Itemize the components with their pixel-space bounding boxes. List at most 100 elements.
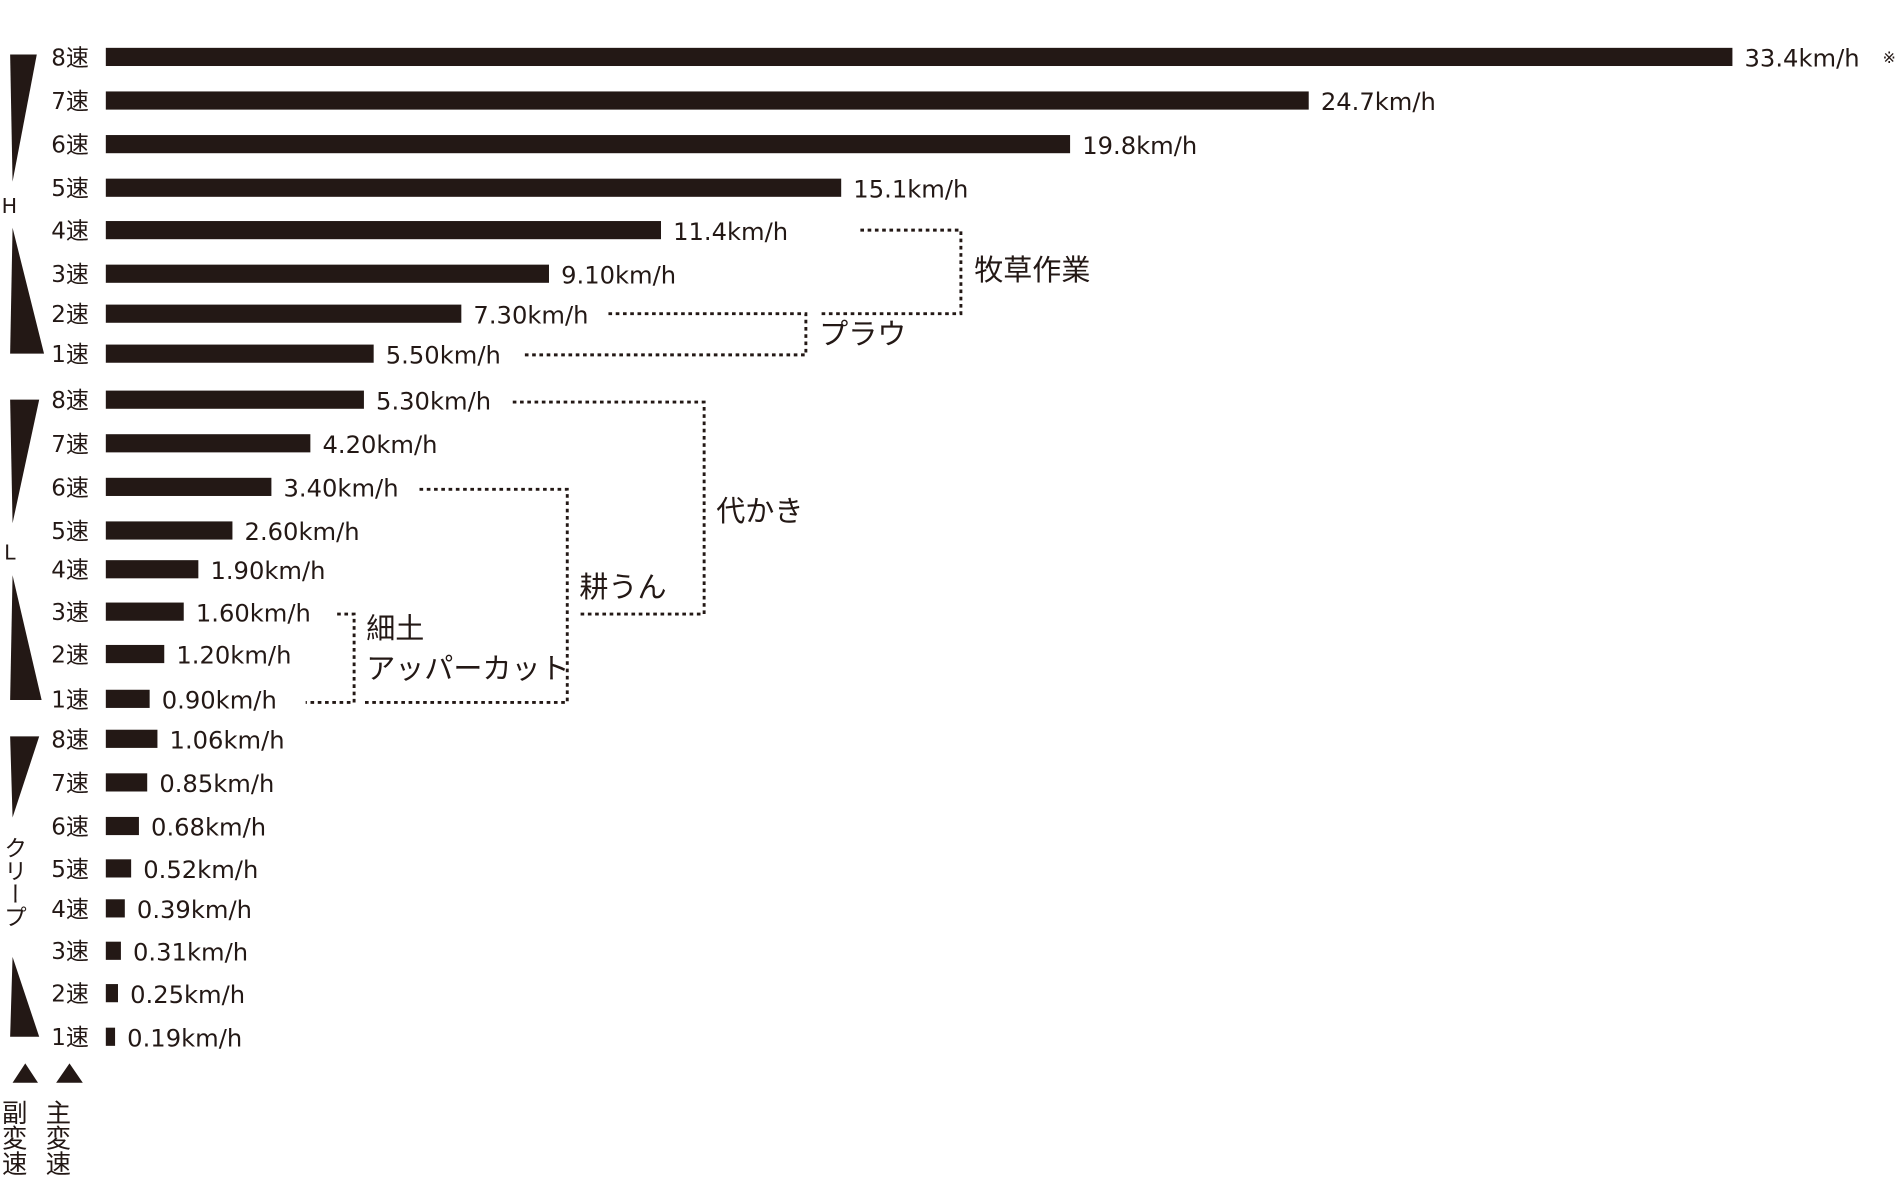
sub-shift-arrow-icon bbox=[12, 1063, 38, 1083]
value-label: 15.1km/h bbox=[853, 175, 968, 203]
value-label: 5.30km/h bbox=[376, 387, 491, 415]
value-label: 11.4km/h bbox=[673, 218, 788, 246]
bracket-tillage bbox=[363, 487, 569, 704]
value-label: 33.4km/h bbox=[1745, 45, 1860, 73]
bar bbox=[105, 47, 1733, 67]
gear-label: 6速 bbox=[51, 475, 89, 501]
value-label: 4.20km/h bbox=[322, 431, 437, 459]
group-label-creep: クリープ bbox=[0, 836, 26, 928]
gear-label: 7速 bbox=[51, 89, 89, 115]
gear-label: 3速 bbox=[51, 262, 89, 288]
gear-label: 8速 bbox=[51, 388, 89, 414]
bar bbox=[105, 91, 1309, 110]
annotation-brackets bbox=[305, 228, 963, 704]
gear-label: 8速 bbox=[51, 727, 89, 753]
sub-shift-label: 副変速 bbox=[0, 1100, 29, 1176]
bar bbox=[105, 221, 662, 240]
bar bbox=[105, 264, 549, 283]
bar bbox=[105, 477, 272, 496]
value-label: 0.85km/h bbox=[159, 770, 274, 798]
bar bbox=[105, 899, 125, 918]
value-label: 9.10km/h bbox=[561, 261, 676, 289]
gear-label: 1速 bbox=[51, 1025, 89, 1051]
bracket-pasture bbox=[817, 228, 963, 316]
bar bbox=[105, 390, 364, 409]
bar bbox=[105, 859, 132, 878]
gear-label: 2速 bbox=[51, 643, 89, 669]
bar bbox=[105, 602, 184, 621]
gear-label: 2速 bbox=[51, 302, 89, 328]
gear-label: 7速 bbox=[51, 771, 89, 797]
bar bbox=[105, 521, 233, 540]
gear-label: 2速 bbox=[51, 982, 89, 1008]
gear-label: 6速 bbox=[51, 814, 89, 840]
bracket-puddling bbox=[512, 400, 706, 616]
annotation-tillage: 耕うん bbox=[579, 570, 666, 604]
annotation-fine-soil: 細土 bbox=[366, 611, 424, 645]
main-shift-label: 主変速 bbox=[42, 1100, 72, 1176]
bar bbox=[105, 560, 199, 579]
gear-label: 4速 bbox=[51, 897, 89, 923]
bar bbox=[105, 816, 139, 836]
gear-label: 4速 bbox=[51, 558, 89, 584]
value-label: 2.60km/h bbox=[245, 518, 360, 546]
gear-label: 3速 bbox=[51, 600, 89, 626]
bar bbox=[105, 1027, 116, 1046]
gear-label: 5速 bbox=[51, 176, 89, 202]
gear-label: 4速 bbox=[51, 219, 89, 245]
creep-wedge-top bbox=[10, 736, 40, 818]
gear-label: 7速 bbox=[51, 432, 89, 458]
note-mark: ※ bbox=[1883, 48, 1896, 67]
bar bbox=[105, 729, 158, 748]
bar bbox=[105, 773, 148, 792]
bracket-plow bbox=[523, 312, 808, 357]
annotation-pasture: 牧草作業 bbox=[974, 253, 1090, 287]
gear-label: 3速 bbox=[51, 939, 89, 965]
annotation-upper-cut: アッパーカット bbox=[366, 651, 569, 685]
h-wedge-top bbox=[10, 54, 37, 182]
bar bbox=[105, 135, 1071, 154]
annotation-plow: プラウ bbox=[819, 317, 906, 351]
group-label-l: L bbox=[4, 541, 16, 565]
value-label: 1.06km/h bbox=[170, 727, 285, 755]
bar bbox=[105, 434, 311, 453]
value-label: 0.19km/h bbox=[127, 1024, 242, 1052]
bar bbox=[105, 644, 165, 664]
bar bbox=[105, 304, 462, 323]
bar bbox=[105, 984, 118, 1003]
value-label: 19.8km/h bbox=[1082, 132, 1197, 160]
range-wedges bbox=[10, 54, 45, 1037]
creep-wedge-bottom bbox=[10, 956, 40, 1037]
l-wedge-top bbox=[10, 399, 40, 524]
bar bbox=[105, 178, 842, 197]
gear-label: 6速 bbox=[51, 133, 89, 159]
value-label: 24.7km/h bbox=[1321, 88, 1436, 116]
gear-label: 1速 bbox=[51, 342, 89, 368]
bracket-fine bbox=[305, 612, 356, 704]
group-label-h: H bbox=[2, 194, 17, 218]
gear-label: 8速 bbox=[51, 45, 89, 71]
value-label: 7.30km/h bbox=[473, 301, 588, 329]
value-label: 0.90km/h bbox=[162, 687, 277, 715]
gear-label: 1速 bbox=[51, 687, 89, 713]
value-label: 0.68km/h bbox=[151, 814, 266, 842]
gear-label: 5速 bbox=[51, 857, 89, 883]
bar bbox=[105, 344, 374, 363]
value-label: 0.25km/h bbox=[130, 981, 245, 1009]
value-label: 1.60km/h bbox=[196, 599, 311, 627]
gear-label: 5速 bbox=[51, 519, 89, 545]
value-label: 0.52km/h bbox=[143, 856, 258, 884]
l-wedge-bottom bbox=[10, 575, 42, 701]
bar bbox=[105, 689, 150, 708]
value-label: 1.20km/h bbox=[176, 642, 291, 670]
value-label: 0.39km/h bbox=[137, 896, 252, 924]
value-label: 5.50km/h bbox=[386, 341, 501, 369]
h-wedge-bottom bbox=[10, 227, 45, 354]
value-label: 3.40km/h bbox=[284, 475, 399, 503]
annotation-puddling: 代かき bbox=[716, 494, 803, 528]
main-shift-arrow-icon bbox=[56, 1063, 83, 1083]
value-label: 0.31km/h bbox=[133, 938, 248, 966]
value-label: 1.90km/h bbox=[210, 557, 325, 585]
bar bbox=[105, 941, 121, 960]
